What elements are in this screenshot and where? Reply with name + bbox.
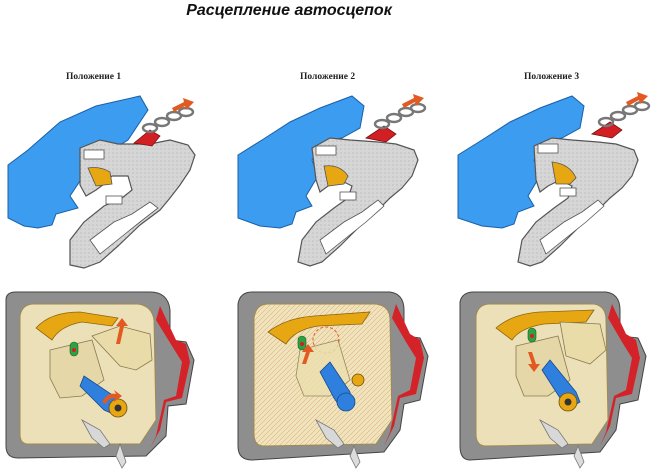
position-2-label: Положение 2 [300, 72, 356, 82]
coupler-side-view-3 [457, 92, 651, 267]
mechanism-view-3 [459, 291, 647, 469]
coupler-side-view-1 [7, 95, 196, 269]
mechanism-view-2 [237, 291, 429, 469]
position-3-label: Положение 3 [524, 72, 580, 82]
mechanism-view-1 [5, 291, 195, 469]
position-1-label: Положение 1 [66, 72, 122, 82]
page-title: Расцепление автосцепок [186, 2, 392, 19]
coupler-side-view-2 [237, 94, 427, 267]
